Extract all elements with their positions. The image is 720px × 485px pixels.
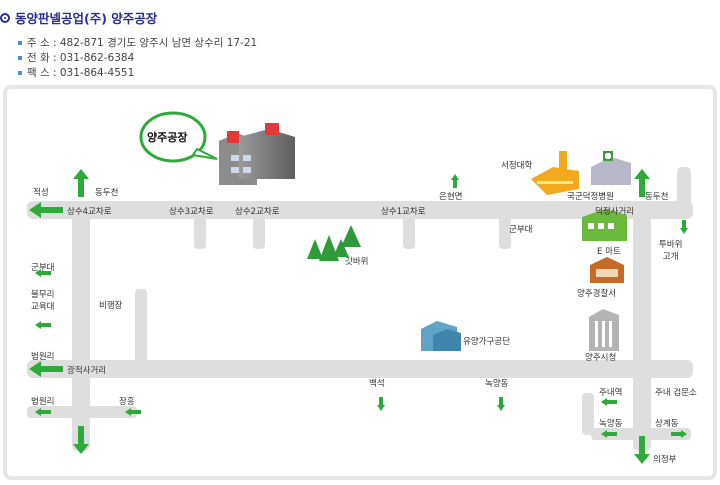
army-unit-spur bbox=[499, 211, 511, 249]
arrow-right-sanggyedong bbox=[671, 430, 687, 438]
factory-bubble-label: 양주공장 bbox=[147, 131, 188, 144]
fax-line: 팩 스 : 031-864-4551 bbox=[18, 65, 134, 80]
phone-line: 전 화 : 031-862-6384 bbox=[18, 50, 134, 65]
arrow-down-tubawi bbox=[680, 220, 688, 234]
emart-building-icon bbox=[582, 209, 627, 241]
label-sangsu3: 상수3교차로 bbox=[169, 207, 214, 217]
police-building-icon bbox=[590, 257, 624, 283]
label-emart: E 마트 bbox=[597, 247, 621, 257]
arrow-down-nogyangdong bbox=[497, 397, 505, 411]
label-dongducheon-left: 동두천 bbox=[95, 188, 119, 198]
label-janghung: 장흥 bbox=[119, 397, 135, 407]
label-beobwonri-top: 법원리 bbox=[31, 352, 55, 362]
arrow-down-left-road bbox=[73, 426, 89, 454]
sangsu2-spur bbox=[253, 211, 265, 249]
arrow-left-jeokseong bbox=[29, 202, 63, 218]
label-gatbawi: 갓바위 bbox=[345, 257, 369, 267]
label-beobwonri-bottom: 법원리 bbox=[31, 397, 55, 407]
arrow-up-dongducheon-right bbox=[634, 169, 650, 197]
main-road-horizontal-top bbox=[27, 201, 693, 219]
uijeongbu-road bbox=[591, 428, 691, 440]
map-roads bbox=[27, 111, 693, 464]
label-tubawi: 투바위 고개 bbox=[659, 240, 683, 262]
label-army-unit-left: 군부대 bbox=[31, 263, 55, 273]
label-sangsu4: 상수4교차로 bbox=[67, 207, 112, 217]
label-uijeongbu: 의정부 bbox=[653, 455, 677, 465]
location-map: 양주공장 적성 동두천 상수4교차로 상수3교차로 상수2교차로 상수1교차로 … bbox=[3, 85, 717, 480]
label-nogyangdong-mid: 녹양동 bbox=[485, 379, 509, 389]
fax-text: 팩 스 : 031-864-4551 bbox=[27, 67, 135, 79]
label-airfield: 비행장 bbox=[99, 301, 123, 311]
factory-title-text: 동양판넬공업(주) 양주공장 bbox=[15, 11, 158, 26]
arrow-left-bulmuri bbox=[35, 321, 51, 329]
square-bullet-icon bbox=[18, 41, 22, 45]
label-sanggyedong: 상계동 bbox=[655, 419, 679, 429]
factory-title: 동양판넬공업(주) 양주공장 bbox=[0, 8, 157, 27]
arrow-left-army-unit bbox=[35, 269, 51, 277]
label-nogyangdong-right: 녹양동 bbox=[599, 419, 623, 429]
label-baekseok: 백석 bbox=[369, 379, 385, 389]
furniture-complex-building-icon bbox=[421, 321, 461, 351]
label-deokjeong: 덕정사거리 bbox=[595, 207, 635, 217]
label-police: 양주경찰서 bbox=[577, 289, 617, 299]
sangsu3-spur bbox=[194, 211, 206, 249]
right-road-spur bbox=[677, 167, 691, 212]
phone-text: 전 화 : 031-862-6384 bbox=[27, 52, 135, 64]
label-jeokseong: 적성 bbox=[33, 188, 49, 198]
janghung-road bbox=[27, 406, 137, 418]
label-seojeong-univ: 서정대학 bbox=[501, 161, 533, 171]
arrow-down-baekseok bbox=[377, 397, 385, 411]
title-bullet-icon bbox=[0, 12, 10, 23]
label-bulmuri: 불무리 교육대 bbox=[31, 290, 55, 312]
airfield-spur bbox=[135, 289, 147, 369]
arrow-left-janghung bbox=[125, 408, 141, 416]
label-junae-test: 주내 검문소 bbox=[655, 388, 697, 398]
city-hall-building-icon bbox=[589, 309, 619, 351]
label-sangsu1: 상수1교차로 bbox=[381, 207, 426, 217]
address-text: 주 소 : 482-871 경기도 양주시 남면 상수리 17-21 bbox=[27, 37, 258, 49]
arrow-left-beobwonri-bottom bbox=[35, 408, 51, 416]
label-yuyang: 유양가구공단 bbox=[463, 337, 510, 347]
label-dongducheon-right: 동두천 bbox=[645, 192, 669, 202]
arrow-left-junae-station bbox=[601, 398, 617, 406]
right-road-vertical bbox=[633, 201, 651, 451]
left-road-vertical bbox=[72, 201, 90, 451]
factory-building-icon bbox=[219, 123, 295, 185]
arrow-left-nogyangdong-right bbox=[601, 430, 617, 438]
label-sangsu2: 상수2교차로 bbox=[235, 207, 280, 217]
factory-bubble bbox=[139, 111, 218, 163]
address-line: 주 소 : 482-871 경기도 양주시 남면 상수리 17-21 bbox=[18, 35, 257, 50]
arrow-down-uijeongbu bbox=[634, 436, 650, 464]
arrow-up-eunhyeonmyeon bbox=[451, 174, 459, 188]
gatbawi-trees-icon bbox=[307, 225, 361, 261]
label-city-hall: 양주시청 bbox=[585, 353, 617, 363]
label-junae-station: 주내역 bbox=[599, 388, 623, 398]
label-army-unit-mid: 군부대 bbox=[509, 225, 533, 235]
junae-spur bbox=[582, 393, 594, 435]
arrow-left-gwangjeok bbox=[29, 361, 63, 377]
main-road-horizontal-bottom bbox=[27, 360, 693, 378]
label-eunhyeonmyeon: 은현면 bbox=[439, 192, 463, 202]
hospital-building-icon bbox=[591, 151, 631, 185]
label-gwangjeok: 광적사거리 bbox=[67, 366, 107, 376]
label-military-hospital: 국군덕정병원 bbox=[567, 192, 614, 202]
square-bullet-icon bbox=[18, 71, 22, 75]
square-bullet-icon bbox=[18, 56, 22, 60]
arrow-up-dongducheon-left bbox=[73, 169, 89, 197]
university-building-icon bbox=[531, 151, 579, 195]
sangsu1-spur bbox=[403, 211, 415, 249]
